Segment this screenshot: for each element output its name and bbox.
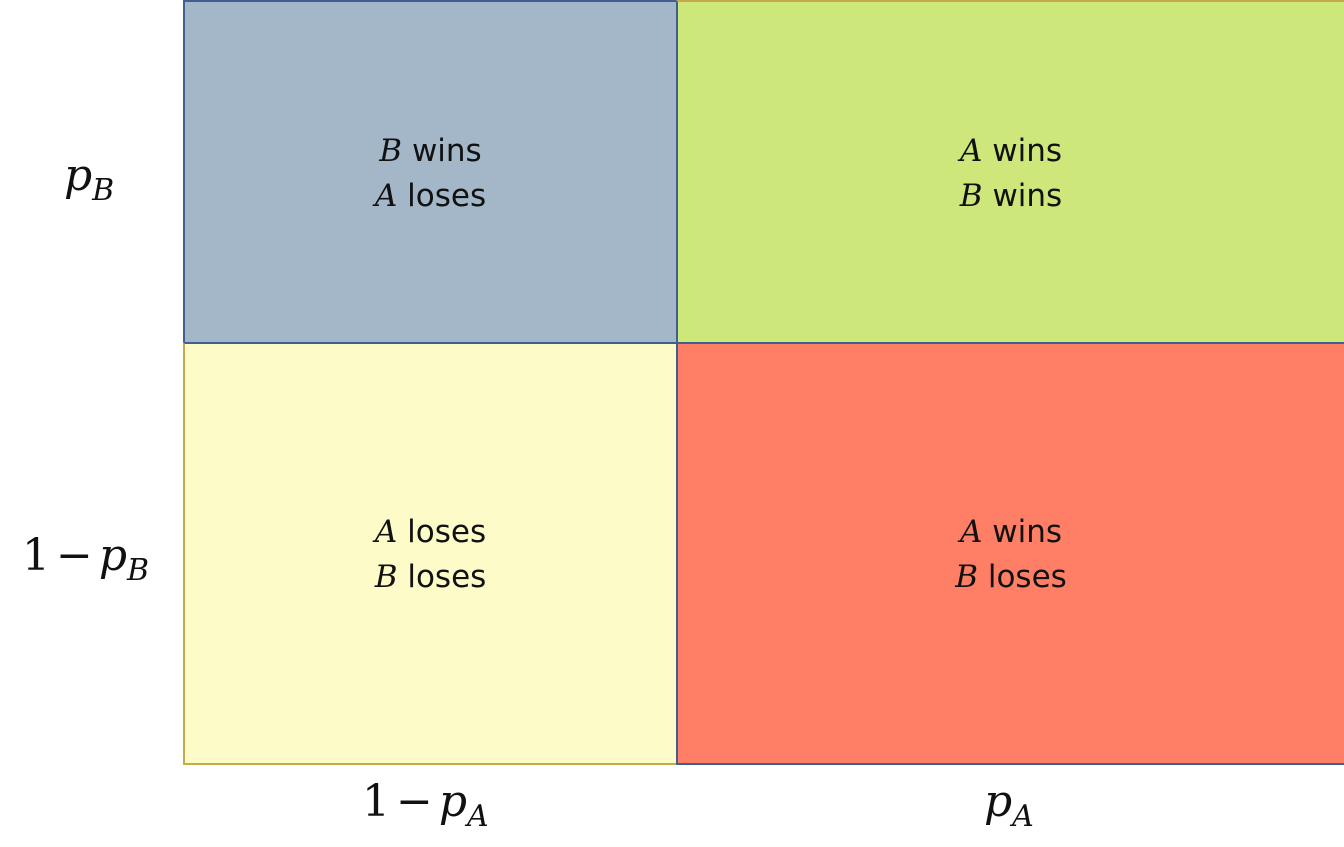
cell-top-left: B wins A loses	[183, 0, 678, 344]
col-label-left: 1−pA	[362, 776, 489, 834]
cell-bottom-left: A loses B loses	[183, 342, 678, 765]
cell-bottom-right-line1: A wins	[959, 514, 1062, 550]
cell-top-left-line1: B wins	[379, 133, 482, 169]
cell-top-left-line2: A loses	[374, 178, 487, 214]
cell-bottom-left-line1: A loses	[374, 514, 487, 550]
cell-bottom-left-line2: B loses	[374, 559, 487, 595]
row-label-top: pB	[64, 150, 115, 208]
cell-top-right-line2: B wins	[959, 178, 1063, 214]
row-label-bottom: 1−pB	[22, 530, 150, 588]
cell-bottom-right: A wins B loses	[676, 342, 1344, 765]
cell-top-right: A wins B wins	[676, 0, 1344, 344]
cell-top-right-line1: A wins	[959, 133, 1062, 169]
col-label-right: pA	[984, 776, 1034, 834]
cell-bottom-right-line2: B loses	[955, 559, 1067, 595]
